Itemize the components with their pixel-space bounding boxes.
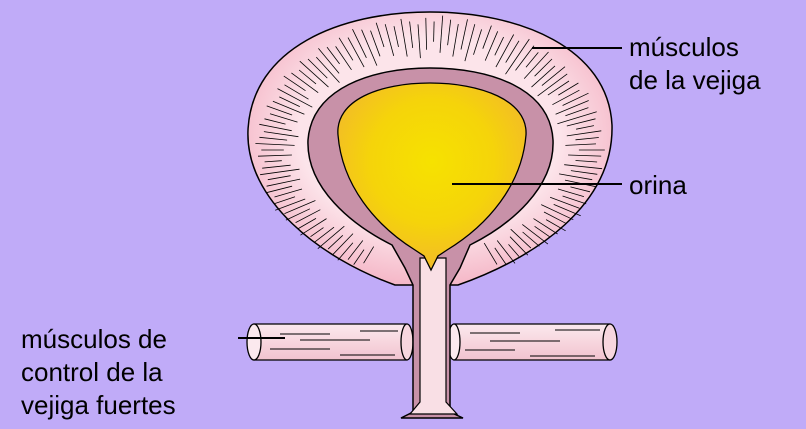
control-muscle-left: [247, 324, 413, 360]
bladder-muscles-label-line2: de la vejiga: [629, 64, 761, 97]
bladder-muscles-label-line1: músculos: [629, 31, 761, 64]
bladder-muscles-label: músculos de la vejiga: [629, 31, 761, 97]
control-muscles-label: músculos de control de la vejiga fuertes: [21, 323, 176, 422]
control-muscles-label-line1: músculos de: [21, 323, 176, 356]
urine-label: orina: [629, 169, 687, 202]
urine-label-text: orina: [629, 169, 687, 202]
control-muscles-label-line3: vejiga fuertes: [21, 389, 176, 422]
muscle-fiber: [434, 22, 435, 42]
control-muscles-label-line2: control de la: [21, 356, 176, 389]
control-muscle-right: [448, 324, 617, 360]
